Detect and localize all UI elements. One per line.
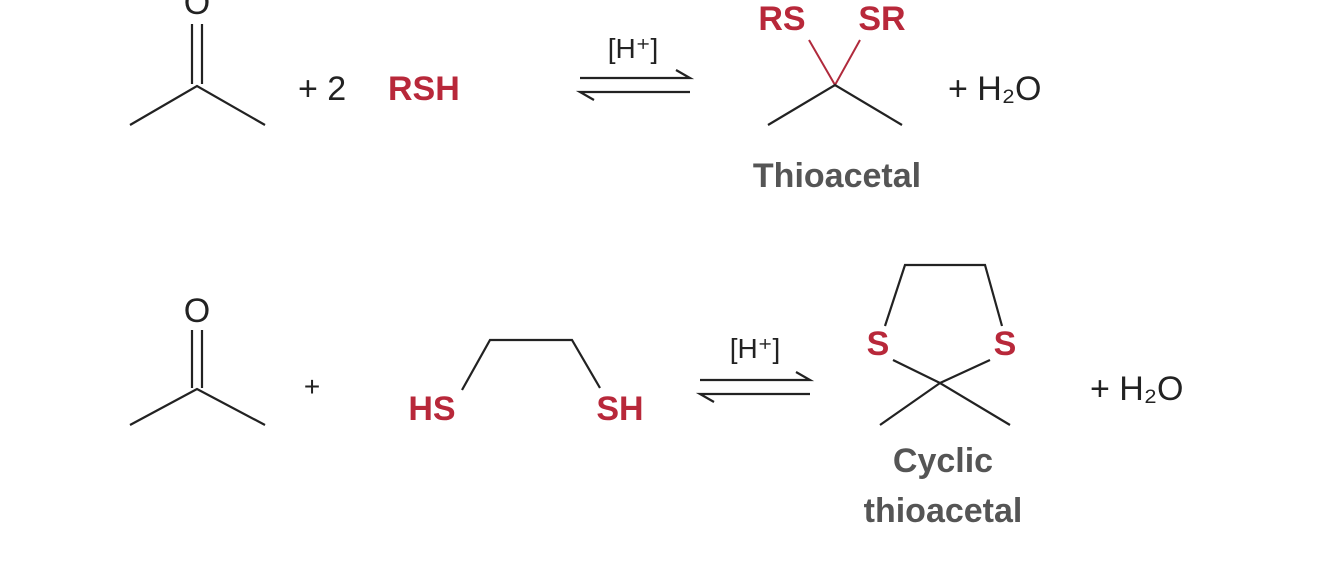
cyclic-label-line2: thioacetal — [864, 492, 1023, 530]
catalyst-label: [H⁺] — [730, 333, 781, 364]
equilibrium-arrow — [695, 371, 815, 403]
hs-group: HS — [408, 390, 455, 428]
plus-reagent: + 2 — [298, 70, 346, 108]
water-byproduct: + H₂O — [948, 70, 1042, 108]
equilibrium-arrow — [575, 69, 695, 101]
sh-group: SH — [596, 390, 643, 428]
cyclic-label-line1: Cyclic — [893, 442, 993, 480]
water-byproduct: + H₂O — [1090, 370, 1184, 408]
thioacetal-label: Thioacetal — [753, 157, 921, 195]
reaction-1: O + 2 RSH [H⁺] RS SR + H₂O Thioacetal — [129, 0, 1042, 195]
sr-group: SR — [858, 0, 905, 38]
rs-group: RS — [758, 0, 805, 38]
oxygen-atom: O — [184, 0, 210, 22]
oxygen-atom: O — [184, 292, 210, 330]
ethanedithiol: HS SH — [408, 338, 644, 428]
sulfur-right: S — [994, 325, 1017, 363]
cyclic-thioacetal-structure: S S — [867, 263, 1017, 426]
reagent-rsh: RSH — [388, 70, 460, 108]
plus-sign: + — [304, 371, 320, 402]
thioacetal-structure: RS SR — [758, 0, 906, 126]
reaction-2: O + HS SH [H⁺] S S + H₂O Cyclic thioacet… — [129, 263, 1184, 530]
catalyst-label: [H⁺] — [608, 33, 659, 64]
acetone-1: O — [129, 0, 266, 126]
sulfur-left: S — [867, 325, 890, 363]
acetone-2: O — [129, 292, 266, 426]
